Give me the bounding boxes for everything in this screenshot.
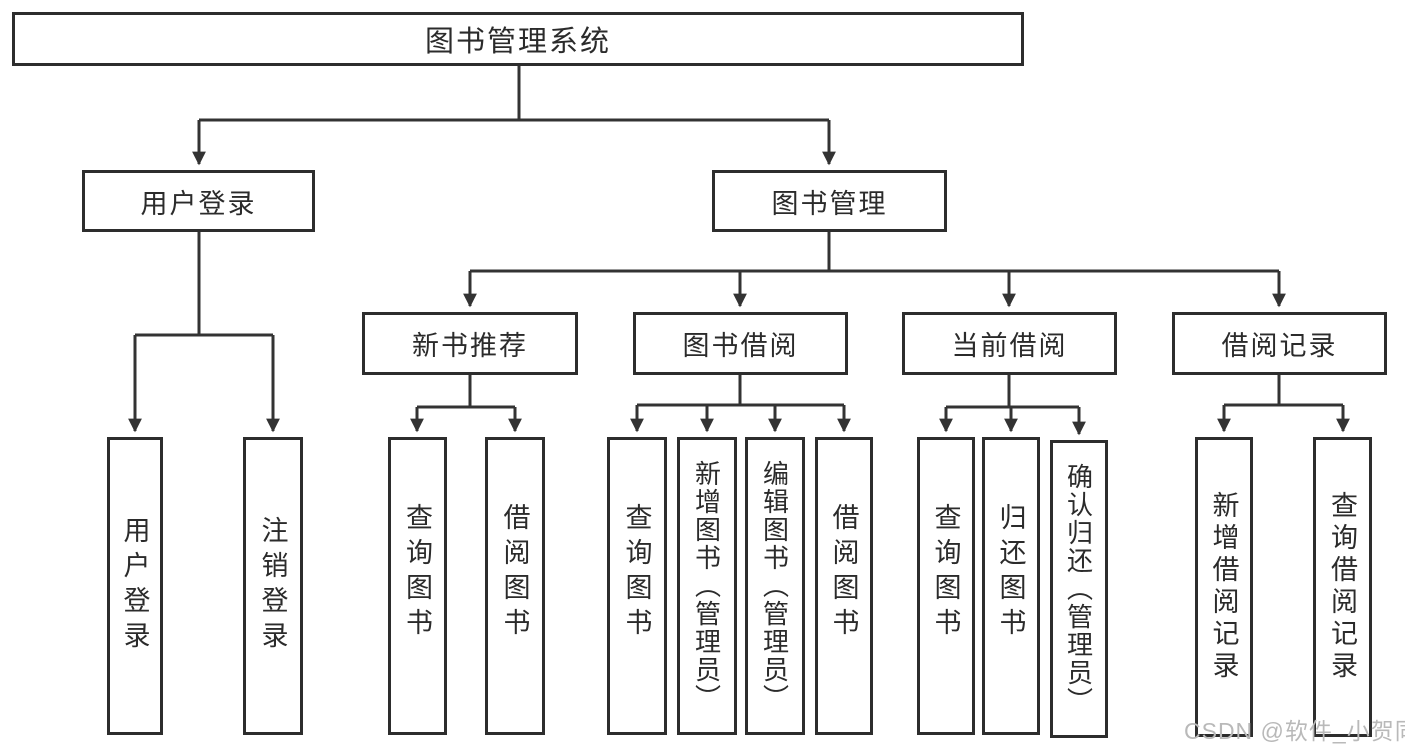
leaf-bb-edit-books-admin: 编辑图书（管理员） <box>745 437 805 735</box>
node-label: 新书推荐 <box>412 331 528 361</box>
node-label: 新增图书（管理员） <box>691 460 722 712</box>
leaf-nbr-borrow-books: 借阅图书 <box>485 437 545 735</box>
leaf-bb-borrow-books: 借阅图书 <box>815 437 873 735</box>
node-label: 当前借阅 <box>951 331 1068 361</box>
node-label: 查询图书 <box>621 503 652 643</box>
leaf-cb-query-books: 查询图书 <box>917 437 975 735</box>
node-label: 用户登录 <box>119 516 150 656</box>
leaf-bb-query-books: 查询图书 <box>607 437 667 735</box>
leaf-nbr-query-books: 查询图书 <box>388 437 447 735</box>
node-current-borrowing: 当前借阅 <box>902 312 1117 375</box>
leaf-br-add-record: 新增借阅记录 <box>1195 437 1253 737</box>
leaf-cb-return-books: 归还图书 <box>982 437 1040 735</box>
leaf-logout: 注销登录 <box>243 437 303 735</box>
node-label: 查询图书 <box>402 503 432 643</box>
node-label: 图书借阅 <box>682 331 799 361</box>
node-label: 归还图书 <box>995 503 1026 643</box>
node-label: 图书管理系统 <box>424 26 611 58</box>
node-label: 注销登录 <box>257 516 288 656</box>
node-label: 确认归还（管理员） <box>1063 463 1094 715</box>
csdn-watermark: CSDN @软件_小贺同学 <box>1184 718 1405 744</box>
node-borrowing-records: 借阅记录 <box>1172 312 1387 375</box>
leaf-cb-confirm-return-admin: 确认归还（管理员） <box>1050 440 1108 738</box>
node-book-borrowing: 图书借阅 <box>633 312 848 375</box>
node-label: 借阅记录 <box>1221 331 1338 361</box>
leaf-user-login: 用户登录 <box>107 437 163 735</box>
leaf-bb-add-books-admin: 新增图书（管理员） <box>677 437 737 735</box>
node-book-management: 图书管理 <box>712 170 947 232</box>
node-root-system: 图书管理系统 <box>12 12 1024 66</box>
node-new-book-recommend: 新书推荐 <box>362 312 578 375</box>
node-label: 借阅图书 <box>499 503 530 643</box>
leaf-br-query-record: 查询借阅记录 <box>1313 437 1372 737</box>
node-label: 借阅图书 <box>828 503 859 643</box>
node-label: 图书管理 <box>771 188 888 219</box>
node-label: 新增借阅记录 <box>1208 491 1239 683</box>
node-label: 查询图书 <box>930 503 961 643</box>
node-label: 查询借阅记录 <box>1327 491 1357 683</box>
node-user-login: 用户登录 <box>82 170 315 232</box>
node-label: 编辑图书（管理员） <box>759 460 790 712</box>
node-label: 用户登录 <box>140 188 257 219</box>
